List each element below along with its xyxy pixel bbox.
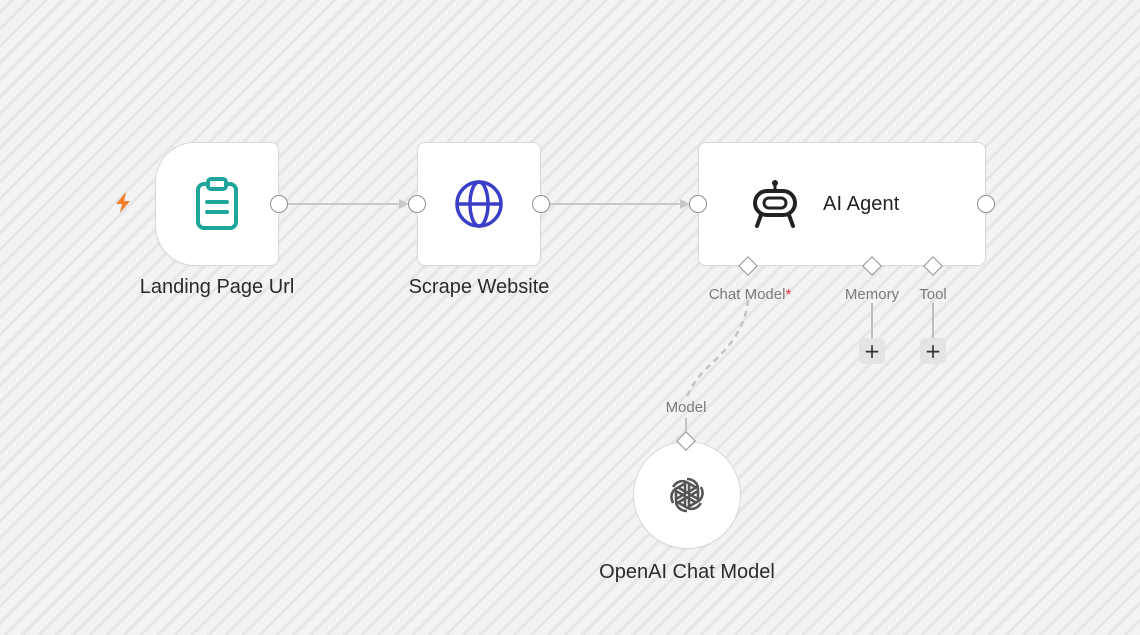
openai-icon	[670, 477, 704, 513]
tool-label: Tool	[919, 286, 947, 303]
globe-icon	[455, 180, 503, 228]
chat-model-label-text: Chat Model	[708, 286, 786, 303]
memory-label: Memory	[844, 286, 900, 303]
node-scrape-website[interactable]	[417, 142, 541, 266]
bolt-icon	[116, 193, 130, 213]
agent-output-handle[interactable]	[977, 195, 995, 213]
scrape-input-handle[interactable]	[408, 195, 426, 213]
chat-model-label: Chat Model*	[688, 286, 812, 303]
trigger-output-handle[interactable]	[270, 195, 288, 213]
agent-input-handle[interactable]	[689, 195, 707, 213]
node-openai-chat-model[interactable]	[633, 441, 741, 549]
robot-icon	[753, 180, 797, 228]
connection-model-chat	[684, 299, 750, 401]
model-output-label: Model	[665, 399, 707, 416]
add-tool-button[interactable]: +	[920, 338, 946, 364]
clipboard-icon	[196, 177, 238, 230]
node-landing-page-url[interactable]	[155, 142, 279, 266]
scrape-output-handle[interactable]	[532, 195, 550, 213]
node-label-landing-page-url: Landing Page Url	[139, 276, 295, 298]
required-marker: *	[785, 286, 792, 303]
node-label-ai-agent: AI Agent	[823, 192, 900, 215]
node-ai-agent[interactable]: AI Agent	[698, 142, 986, 266]
node-label-scrape-website: Scrape Website	[408, 276, 550, 298]
add-memory-button[interactable]: +	[859, 338, 885, 364]
node-label-openai-chat-model: OpenAI Chat Model	[599, 561, 775, 583]
